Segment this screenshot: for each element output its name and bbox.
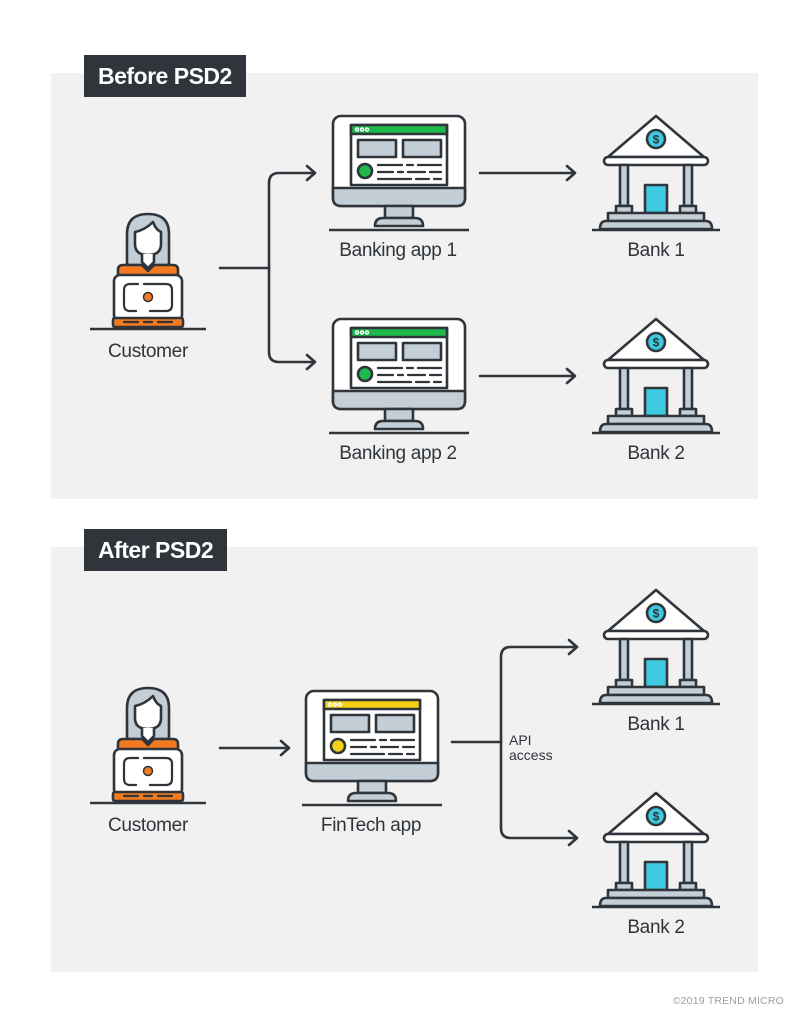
bank-2-label-after: Bank 2: [627, 917, 685, 938]
arrowhead-app2: [305, 353, 317, 371]
copyright-notice: ©2019 TREND MICRO: [672, 995, 784, 1007]
monitor-graphic: [329, 317, 469, 435]
bank-2-label-before: Bank 2: [627, 443, 685, 464]
arrowhead-fintech: [279, 739, 291, 757]
connector-api-to-bank2: [499, 740, 578, 840]
bank-graphic: $: [592, 791, 720, 909]
bank-1-icon-before: $: [592, 113, 720, 238]
connector-api-to-bank1: [499, 645, 578, 744]
arrowhead-api-bank1: [567, 638, 579, 656]
monitor-graphic: [329, 114, 469, 232]
customer-graphic: [90, 212, 206, 331]
bank-2-icon-before: $: [592, 316, 720, 441]
section-title-after: After PSD2: [84, 529, 228, 571]
customer-label-before: Customer: [108, 341, 188, 362]
svg-text:$: $: [653, 133, 660, 147]
connector-branch-to-app1: [267, 171, 316, 270]
fintech-app-label: FinTech app: [320, 815, 422, 836]
banking-app-1-icon: [329, 113, 469, 238]
svg-text:$: $: [653, 607, 660, 621]
customer-label-after: Customer: [108, 815, 188, 836]
api-access-line2: access: [509, 747, 553, 763]
fintech-app-icon: [302, 688, 442, 813]
banking-app-1-label: Banking app 1: [339, 240, 457, 261]
svg-text:$: $: [653, 336, 660, 350]
monitor-graphic: [302, 689, 442, 807]
api-access-label: API access: [509, 733, 553, 763]
banking-app-2-label: Banking app 2: [339, 443, 457, 464]
svg-text:$: $: [653, 810, 660, 824]
banking-app-2-icon: [329, 316, 469, 441]
bank-graphic: $: [592, 588, 720, 706]
customer-graphic: [90, 686, 206, 805]
bank-1-icon-after: $: [592, 587, 720, 712]
arrowhead-bank1: [565, 164, 577, 182]
arrowhead-api-bank2: [567, 829, 579, 847]
section-title-before: Before PSD2: [84, 55, 246, 97]
arrowhead-app1: [305, 164, 317, 182]
connector-branch-to-app2: [267, 266, 316, 364]
customer-icon-after: [90, 684, 206, 813]
bank-2-icon-after: $: [592, 790, 720, 915]
bank-1-label-before: Bank 1: [627, 240, 685, 261]
bank-1-label-after: Bank 1: [627, 714, 685, 735]
arrowhead-bank2: [565, 367, 577, 385]
api-access-line1: API: [509, 732, 532, 748]
bank-graphic: $: [592, 317, 720, 435]
bank-graphic: $: [592, 114, 720, 232]
customer-icon-before: [90, 210, 206, 339]
